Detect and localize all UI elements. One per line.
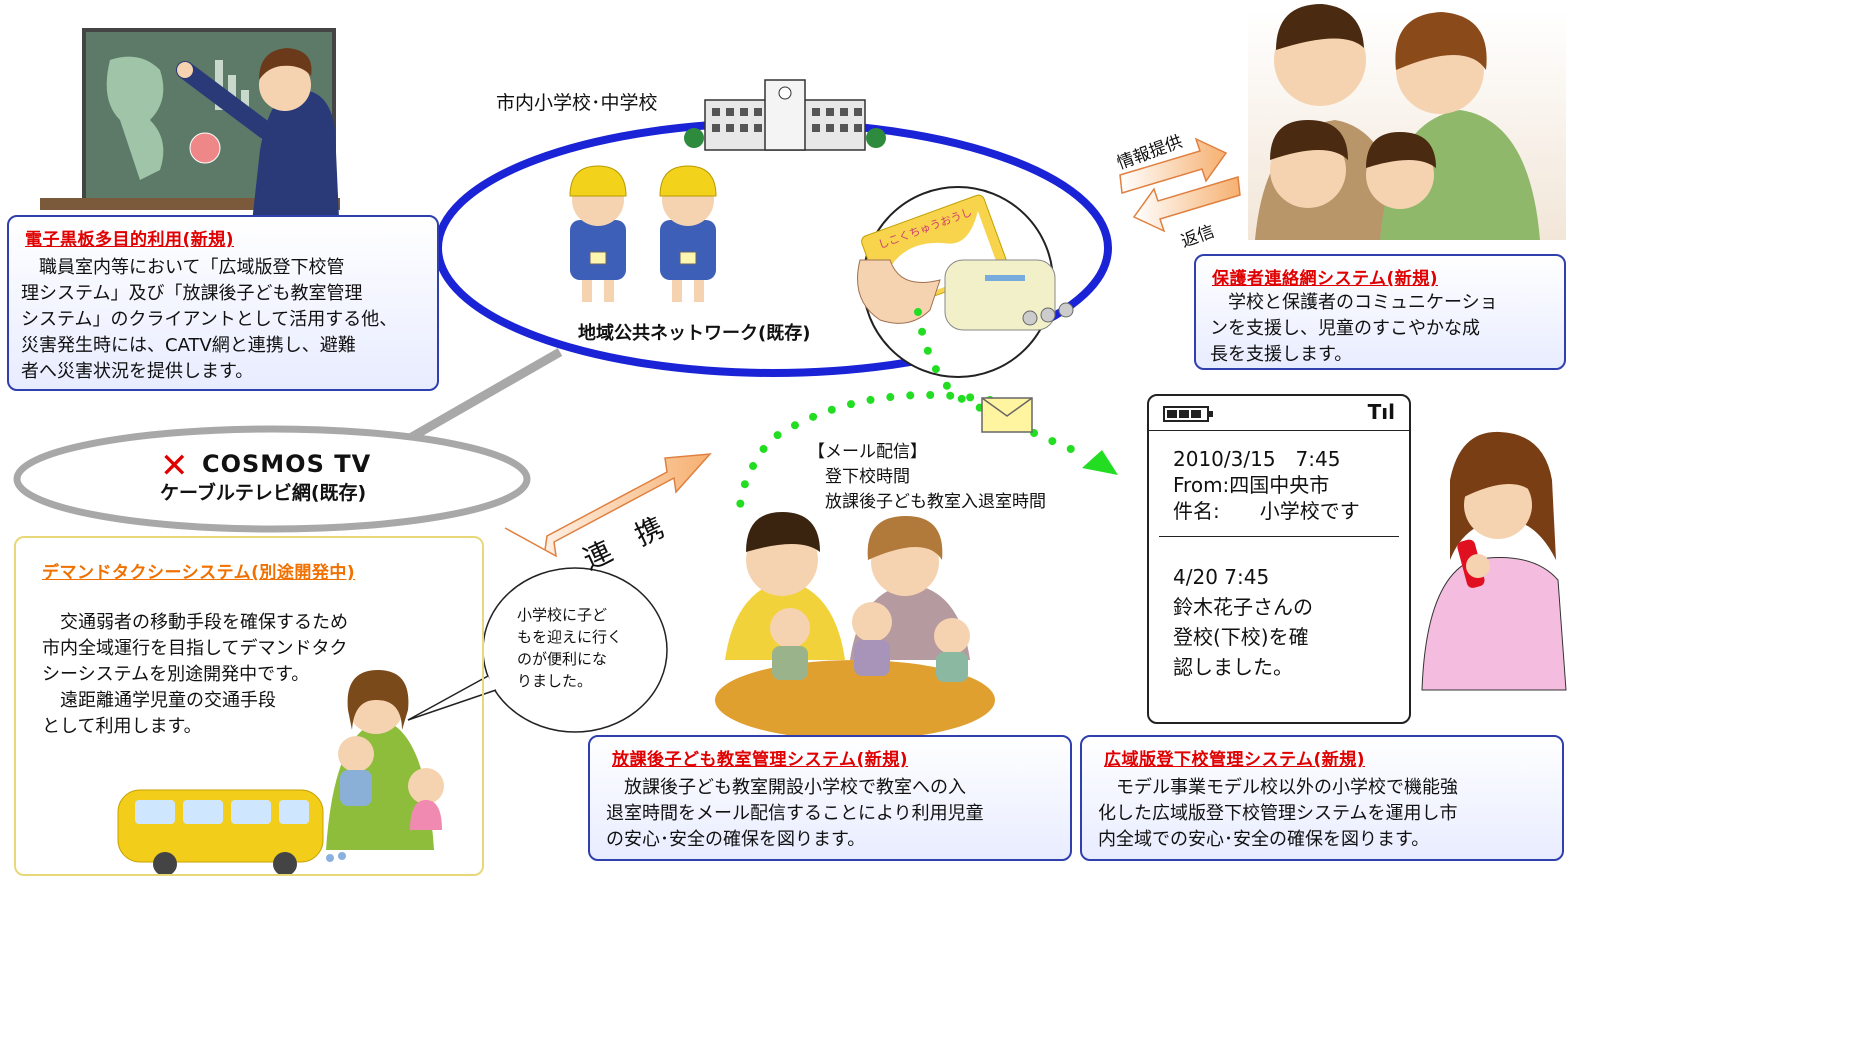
blackboard-box-title: 電子黒板多目的利用(新規)	[25, 230, 235, 250]
reply-arrow-icon	[1132, 176, 1241, 233]
taxi-info-box: デマンドタクシーシステム(別途開発中) 交通弱者の移動手段を確保するため 市内全…	[14, 536, 484, 876]
parent-box-title: 保護者連絡網システム(新規)	[1212, 269, 1439, 289]
parent-box-body: 学校と保護者のコミュニケーショ ンを支援し、児童のすこやかな成 長を支援します。	[1210, 292, 1498, 365]
speech-bubble-text: 小学校に子ど もを迎えに行く のが便利にな りました。	[517, 606, 623, 690]
teacher-blackboard-illustration	[40, 28, 340, 240]
family-illustration	[1248, 4, 1566, 240]
info-provide-arrow-icon	[1119, 137, 1228, 194]
cosmos-x-icon: ✕	[160, 446, 189, 486]
wide-area-box-body: モデル事業モデル校以外の小学校で機能強 化した広域版登下校管理システムを運用し市…	[1098, 777, 1458, 850]
network-label: 地域公共ネットワーク(既存)	[578, 323, 811, 344]
phone-message-1: 2010/3/15 7:45 From:四国中央市 件名: 小学校です	[1173, 447, 1360, 523]
wide-area-box-title: 広域版登下校管理システム(新規)	[1104, 750, 1366, 770]
speech-bubble	[407, 567, 668, 733]
signal-icon: Tıl	[1367, 400, 1395, 424]
phone-divider-top	[1149, 430, 1409, 431]
bus-illustration	[117, 789, 346, 876]
cosmos-tv-logo-text: COSMOS TV	[202, 450, 372, 478]
diagram-canvas: しこくちゅうおうし	[13, 4, 1567, 876]
afterschool-box-title: 放課後子ども教室管理システム(新規)	[612, 750, 909, 770]
cable-tv-ring	[13, 425, 531, 533]
mail-dotted-path-left	[736, 391, 994, 514]
wide-area-info-box: 広域版登下校管理システム(新規) モデル事業モデル校以外の小学校で機能強 化した…	[1080, 735, 1564, 861]
phone-divider-middle	[1159, 536, 1399, 537]
school-building-icon	[684, 79, 886, 151]
afterschool-info-box: 放課後子ども教室管理システム(新規) 放課後子ども教室開設小学校で教室への入 退…	[588, 735, 1072, 861]
ic-card-reader-illustration: しこくちゅうおうし	[857, 186, 1074, 378]
mail-dotted-path-right	[914, 308, 1082, 456]
network-link-line	[407, 348, 563, 442]
phone-message-2: 4/20 7:45 鈴木花子さんの 登校(下校)を確 認しました。	[1173, 565, 1313, 679]
school-label: 市内小学校･中学校	[496, 92, 658, 114]
battery-icon	[1163, 406, 1213, 422]
blackboard-info-box: 電子黒板多目的利用(新規) 職員室内等において「広域版登下校管 理システム」及び…	[7, 215, 439, 391]
envelope-icon	[981, 397, 1033, 433]
afterschool-box-body: 放課後子ども教室開設小学校で教室への入 退室時間をメール配信することにより利用児…	[606, 777, 984, 850]
arrow-head-icon	[1082, 450, 1118, 475]
cable-label: ケーブルテレビ網(既存)	[160, 482, 367, 504]
blackboard-box-body: 職員室内等において「広域版登下校管 理システム」及び「放課後子ども教室管理 シス…	[21, 257, 398, 382]
taxi-box-title: デマンドタクシーシステム(別途開発中)	[42, 563, 356, 583]
parents-children-illustration	[715, 512, 995, 740]
parent-info-box: 保護者連絡網システム(新規) 学校と保護者のコミュニケーショ ンを支援し、児童の…	[1194, 254, 1566, 370]
woman-phone-illustration	[1421, 431, 1567, 691]
mail-delivery-text: 【メール配信】 登下校時間 放課後子ども教室入退室時間	[808, 442, 1046, 512]
mother-child-illustration	[326, 670, 444, 850]
taxi-box-body: 交通弱者の移動手段を確保するため 市内全域運行を目指してデマンドタク シーシステ…	[42, 612, 348, 737]
phone-screen: Tıl 2010/3/15 7:45 From:四国中央市 件名: 小学校です …	[1147, 394, 1411, 724]
renkei-double-arrow-icon	[504, 453, 712, 558]
students-illustration	[569, 165, 717, 302]
